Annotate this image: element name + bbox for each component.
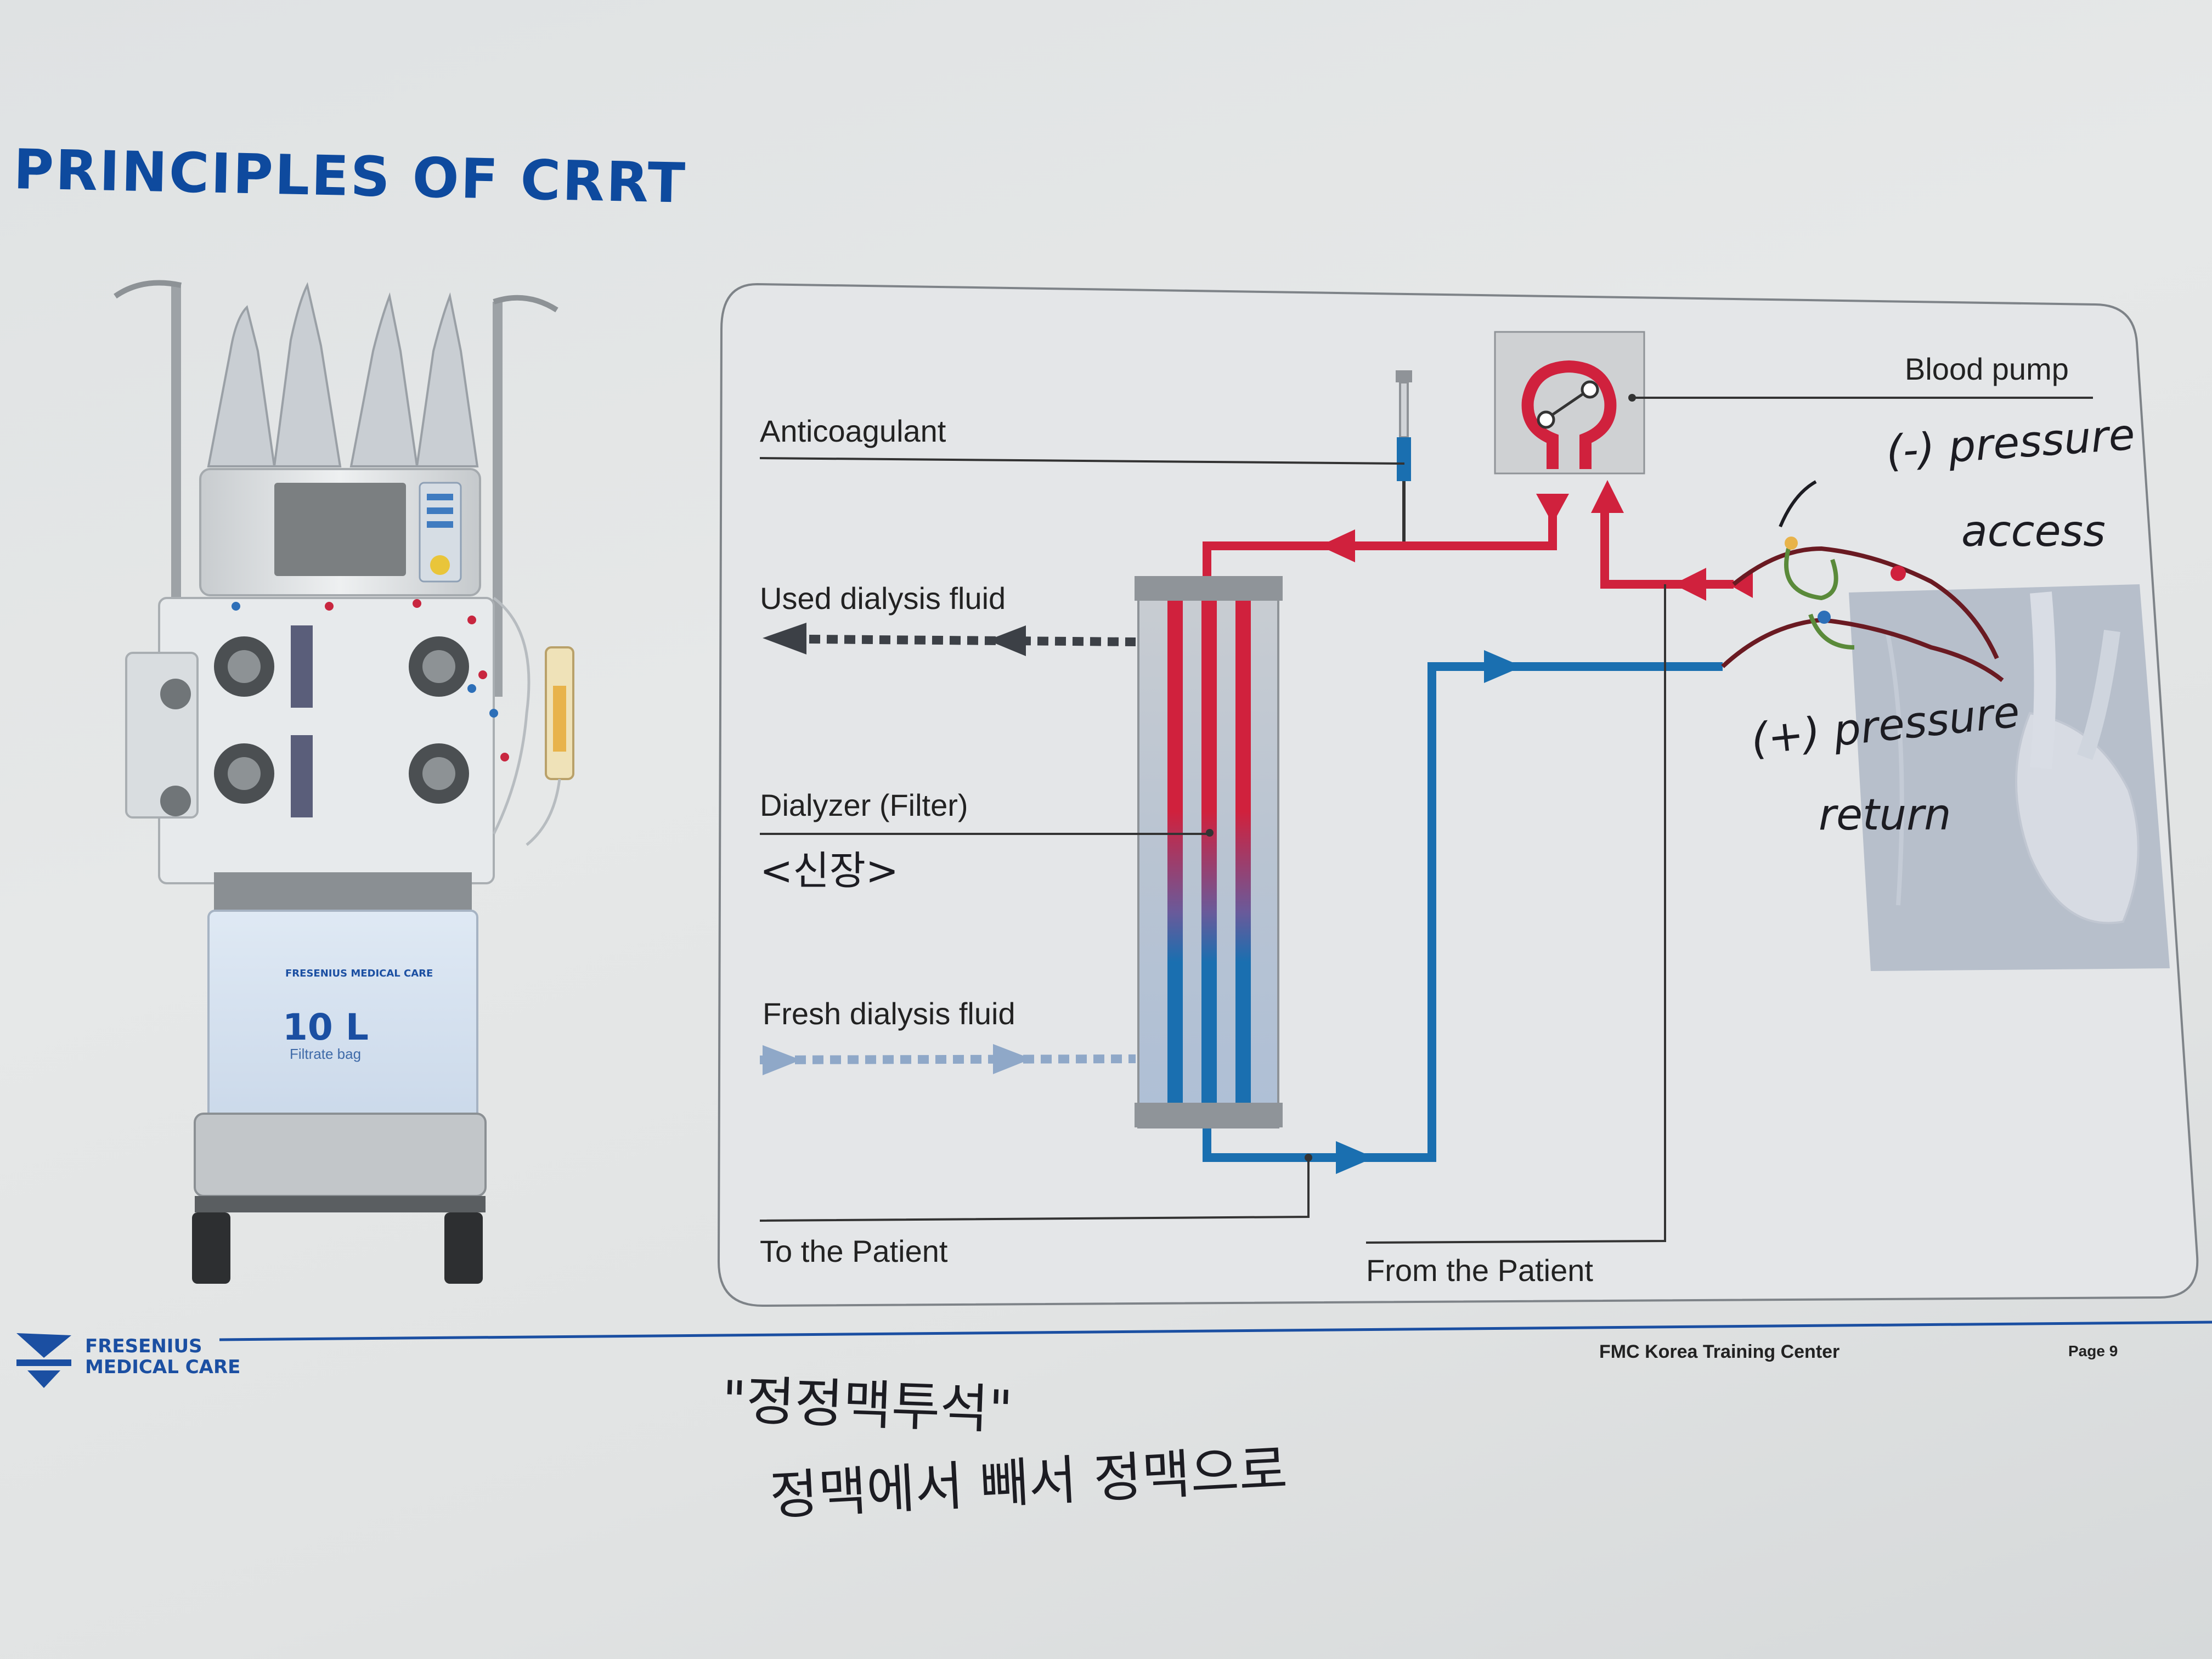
return-port: [1818, 611, 1831, 624]
iv-pole-left: [171, 285, 181, 680]
footer-page: Page 9: [2068, 1342, 2118, 1359]
crrt-machine-image: FRESENIUS MEDICAL CARE 10 L Filtrate bag: [114, 280, 574, 1284]
bag-volume: 10 L: [283, 1006, 369, 1048]
fresh-dialysis-fluid-label: Fresh dialysis fluid: [763, 996, 1015, 1031]
handwriting-bottom-1: "정정맥투석": [721, 1369, 1014, 1441]
footer-brand-line2: MEDICAL CARE: [85, 1356, 240, 1378]
solution-bags: [207, 282, 479, 467]
anticoagulant-syringe: [1396, 370, 1412, 541]
footer-center: FMC Korea Training Center: [1599, 1341, 1839, 1362]
fresenius-logo-icon: [16, 1333, 71, 1388]
bag-brand: FRESENIUS MEDICAL CARE: [285, 968, 433, 979]
blood-pump-label: Blood pump: [1905, 352, 2069, 386]
anticoagulant-leader: [759, 457, 1405, 465]
handwriting-access-2: access: [1961, 507, 2106, 556]
patient-heart-image: [1849, 584, 2170, 971]
handwriting-return-2: return: [1819, 791, 1951, 840]
machine-base: [194, 1113, 487, 1197]
wheel-right: [444, 1212, 483, 1284]
to-patient-label: To the Patient: [760, 1234, 948, 1268]
from-patient-leader: [1365, 584, 1666, 1244]
fresh-dialysate-flow: [759, 1044, 1136, 1075]
blood-pump: [1494, 331, 1645, 475]
access-port: [1785, 537, 1798, 550]
roller-pumps: [214, 636, 469, 804]
handwriting-dialyzer-note: <신장>: [760, 848, 899, 894]
used-dialysate-flow: [763, 623, 1136, 656]
bag-label: Filtrate bag: [290, 1046, 361, 1062]
to-patient-leader: [759, 1158, 1310, 1222]
used-dialysis-fluid-label: Used dialysis fluid: [760, 581, 1006, 616]
anticoagulant-label: Anticoagulant: [760, 414, 946, 448]
diagram-frame: [717, 283, 2199, 1307]
handwriting-access-stroke: [1779, 480, 1817, 528]
venous-arrows: [1336, 650, 1522, 1174]
dialyzer-filter: [1135, 576, 1283, 1128]
machine-screen: [274, 483, 406, 576]
handwriting-bottom-2: 정맥에서 빼서 정맥으로: [768, 1438, 1289, 1527]
wheel-left: [192, 1212, 230, 1284]
dialyzer-label: Dialyzer (Filter): [760, 788, 968, 822]
footer-rule: [219, 1321, 2212, 1341]
catheter-lines: [1721, 546, 2004, 682]
access-clamp: [1891, 566, 1906, 581]
footer-brand-line1: FRESENIUS: [85, 1335, 202, 1357]
from-patient-label: From the Patient: [1366, 1253, 1593, 1288]
arterial-arrows: [1319, 480, 1753, 601]
